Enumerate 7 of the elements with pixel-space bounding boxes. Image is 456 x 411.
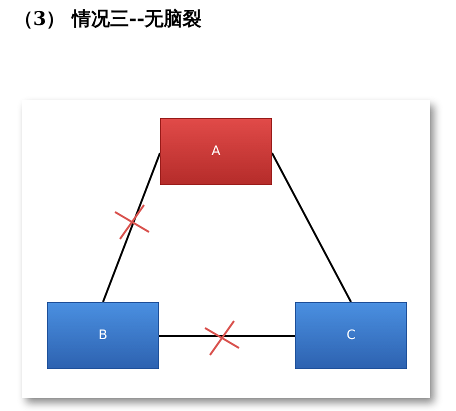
connector-line — [271, 152, 352, 302]
process-box: A — [160, 118, 272, 185]
title: （3） 情况三--无脑裂 — [14, 7, 202, 32]
connector-line — [102, 152, 161, 302]
process-box: B — [47, 302, 159, 369]
connector-line — [159, 335, 295, 337]
process-box: C — [295, 302, 407, 369]
